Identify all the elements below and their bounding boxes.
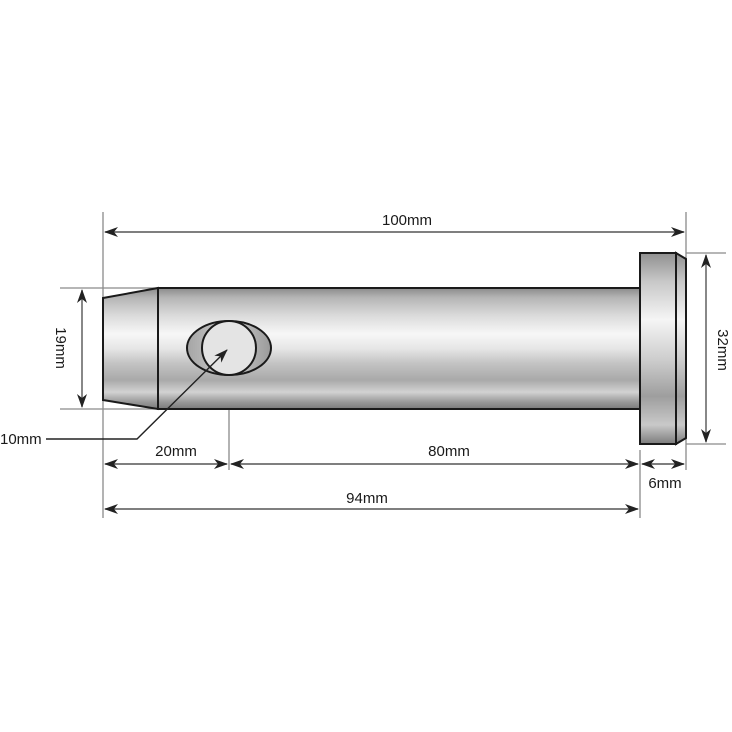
shank-length-label: 94mm	[346, 490, 388, 507]
clevis-pin	[102, 251, 687, 446]
hole-diameter-leader	[46, 349, 228, 440]
pin-diameter-label: 19mm	[52, 327, 69, 369]
head-thickness-label: 6mm	[648, 475, 681, 492]
dimension-lines	[46, 227, 711, 514]
pin-tapered-tip	[102, 286, 159, 411]
hole-to-head-label: 80mm	[428, 443, 470, 460]
overall-length-label: 100mm	[382, 212, 432, 229]
hole-offset-label: 20mm	[155, 443, 197, 460]
hole-diameter-label: 10mm	[0, 431, 42, 448]
head-diameter-label: 32mm	[714, 329, 731, 371]
pin-head	[639, 252, 677, 445]
pin-head-chamfer	[675, 251, 687, 446]
